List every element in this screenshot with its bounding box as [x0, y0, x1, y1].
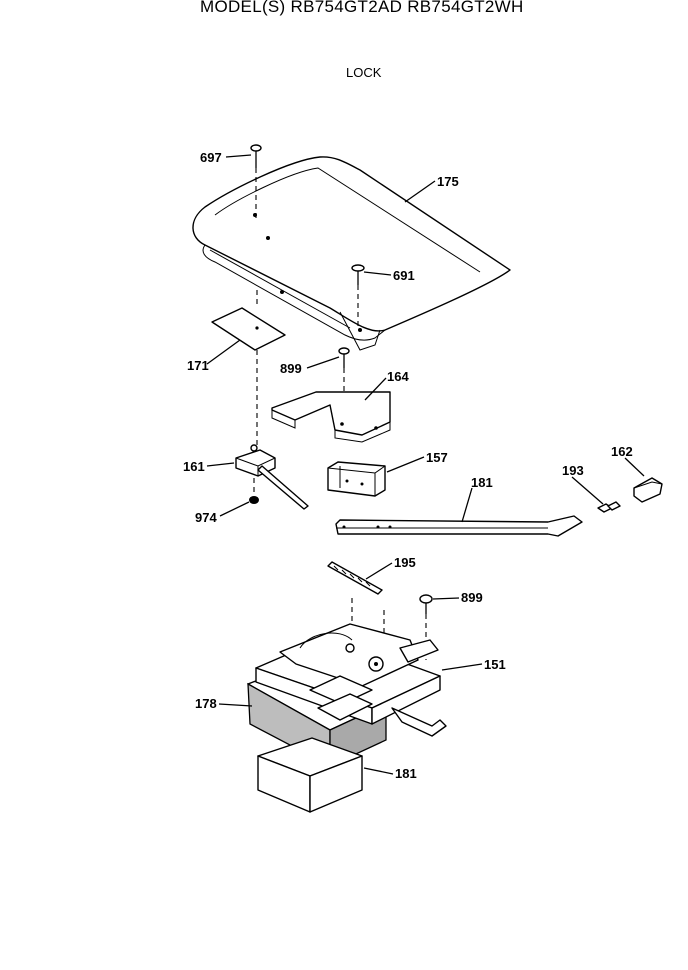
callout-899-upper: 899	[280, 361, 302, 376]
model-title: MODEL(S) RB754GT2AD RB754GT2WH	[200, 0, 524, 16]
callout-974: 974	[195, 510, 217, 525]
spring-195	[327, 561, 383, 595]
callout-181-base: 181	[395, 766, 417, 781]
callout-181-rod: 181	[471, 475, 493, 490]
callout-691: 691	[393, 268, 415, 283]
callout-899-lower: 899	[461, 590, 483, 605]
base-block-181	[257, 737, 363, 813]
leader-lines	[206, 154, 645, 775]
callout-175: 175	[437, 174, 459, 189]
callout-171: 171	[187, 358, 209, 373]
callout-157: 157	[426, 450, 448, 465]
callout-697: 697	[200, 150, 222, 165]
switch-161	[235, 444, 309, 510]
knob-162	[633, 477, 663, 503]
callout-164: 164	[387, 369, 409, 384]
callout-151: 151	[484, 657, 506, 672]
clip-193	[597, 501, 621, 513]
callout-178: 178	[195, 696, 217, 711]
screw-691	[351, 264, 365, 330]
callout-161: 161	[183, 459, 205, 474]
pad-171	[211, 307, 286, 351]
callout-193: 193	[562, 463, 584, 478]
block-157	[327, 461, 386, 497]
page-title: LOCK	[346, 65, 382, 80]
bracket-164	[271, 391, 391, 443]
rod-181	[335, 515, 583, 537]
nut-974	[249, 496, 259, 504]
lock-mechanism-151	[255, 623, 447, 737]
callout-195: 195	[394, 555, 416, 570]
screw-697	[250, 144, 262, 222]
callout-162: 162	[611, 444, 633, 459]
